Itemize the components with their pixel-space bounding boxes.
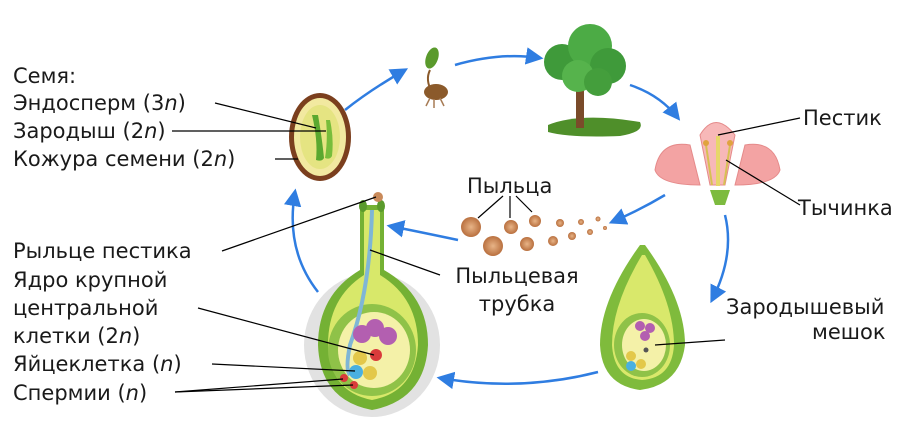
- pollen-tube-label-2: трубка: [478, 292, 556, 316]
- central-cell-leader: [197, 307, 375, 356]
- arrow-tree-to-flower: [629, 83, 681, 121]
- pollen-tube-leader: [369, 249, 441, 276]
- flower-illustration: [654, 117, 801, 206]
- sperm-leader-a: [174, 378, 344, 393]
- central-cell-label-1: Ядро крупной: [13, 268, 168, 292]
- pistil-label: Пестик: [803, 106, 882, 130]
- arrow-seed-to-seedling: [344, 68, 409, 111]
- arrow-seedling-to-tree: [454, 47, 544, 67]
- pollen-label: Пыльца: [467, 174, 553, 198]
- stamen-label: Тычинка: [798, 196, 893, 220]
- pollen-grains: [461, 195, 607, 256]
- embryo-sac-label-2: мешок: [812, 320, 886, 344]
- egg-cell-leader: [211, 363, 356, 372]
- seedling-illustration: [424, 47, 448, 108]
- seed-coat-label: Кожура семени (2n): [13, 147, 236, 171]
- seed-leaders: [172, 102, 326, 160]
- stigma-leader: [221, 196, 377, 252]
- egg-cell-label: Яйцеклетка (n): [13, 352, 182, 376]
- arrow-pollen-to-stigma: [386, 220, 459, 242]
- pistil-leader: [717, 117, 801, 136]
- cycle-arrows: [284, 47, 730, 390]
- arrow-flower-to-sac: [710, 214, 730, 304]
- arrow-flower-to-pollen: [608, 193, 666, 225]
- seed-illustration: [289, 93, 351, 181]
- central-cell-label-3: клетки (2n): [13, 324, 141, 348]
- tree-illustration: [544, 24, 641, 137]
- embryo-sac-leader: [654, 339, 726, 346]
- arrow-ovule-to-seed: [284, 188, 319, 293]
- sperm-leader-b: [174, 384, 354, 393]
- stigma-label: Рыльце пестика: [13, 239, 192, 263]
- sperm-label: Спермии (n): [13, 381, 148, 405]
- embryo-label: Зародыш (2n): [13, 119, 166, 143]
- arrow-sac-to-ovule: [436, 370, 599, 390]
- central-cell-label-2: центральной: [13, 296, 159, 320]
- ovule-illustration: [174, 192, 441, 417]
- seed-title: Семя:: [13, 64, 77, 88]
- embryo-sac-label-1: Зародышевый: [726, 295, 885, 319]
- endosperm-label: Эндосперм (3n): [13, 91, 186, 115]
- embryo-sac-illustration: [600, 245, 726, 390]
- pollen-tube-label-1: Пыльцевая: [455, 264, 579, 288]
- stamen-leader: [725, 159, 801, 206]
